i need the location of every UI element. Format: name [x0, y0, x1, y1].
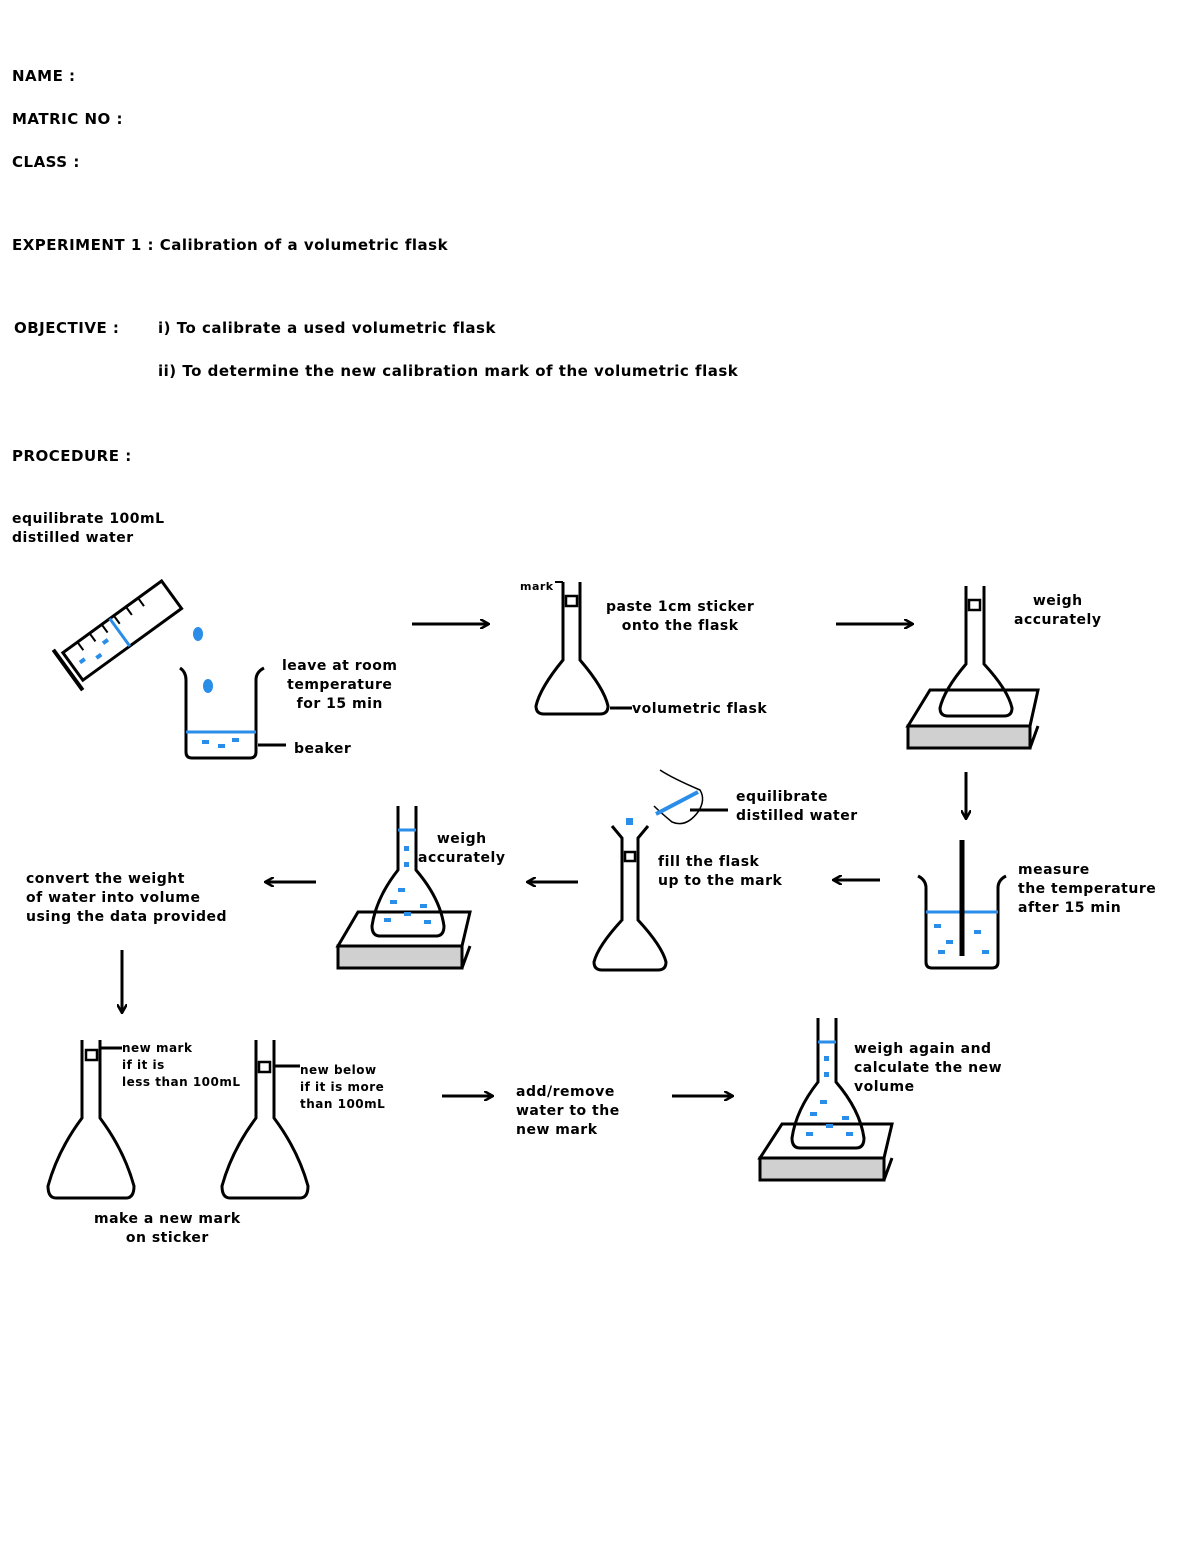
step-equilibrate-label: equilibrate 100mL distilled water: [12, 511, 165, 546]
volumetric-flask-icon: [790, 1018, 866, 1150]
experiment-title: EXPERIMENT 1 : Calibration of a volumetr…: [12, 236, 449, 254]
volumetric-flask-icon: [938, 586, 1014, 718]
balance-icon: [905, 688, 1040, 750]
volumetric-flask-icon: [220, 1040, 310, 1200]
class-label: CLASS :: [12, 153, 80, 171]
graduated-cylinder-icon: [51, 578, 184, 692]
volumetric-flask-label: volumetric flask: [632, 701, 768, 717]
mark-label: mark: [520, 580, 554, 593]
objective-item-2: ii) To determine the new calibration mar…: [158, 362, 739, 380]
step-make-mark-label: make a new mark on sticker: [94, 1211, 241, 1246]
new-mark-above-label: new mark if it is less than 100mL: [122, 1041, 241, 1089]
step-fill-label: fill the flask up to the mark: [658, 854, 783, 889]
volumetric-flask-icon: [370, 806, 446, 938]
step-measure-label: measure the temperature after 15 min: [1018, 862, 1157, 916]
volumetric-flask-icon: [592, 825, 668, 972]
name-label: NAME :: [12, 67, 76, 85]
step-add-remove-label: add/remove water to the new mark: [516, 1084, 620, 1138]
step-paste-label: paste 1cm sticker onto the flask: [606, 599, 755, 634]
balance-icon: [335, 910, 472, 970]
step-weigh-2-label: weigh accurately: [418, 831, 506, 866]
new-mark-below-label: new below if it is more than 100mL: [300, 1063, 386, 1111]
objective-label: OBJECTIVE :: [14, 319, 120, 337]
matric-label: MATRIC NO :: [12, 110, 123, 128]
volumetric-flask-icon: [46, 1040, 136, 1200]
step-leave-label: leave at room temperature for 15 min: [282, 658, 398, 712]
procedure-label: PROCEDURE :: [12, 447, 132, 465]
beaker-icon: [179, 666, 286, 760]
volumetric-flask-icon: [534, 581, 632, 716]
step-equilibrate-mid-label: equilibrate distilled water: [736, 789, 858, 824]
balance-icon: [757, 1122, 894, 1182]
beaker-label: beaker: [294, 741, 352, 757]
step-weigh-1-label: weigh accurately: [1014, 593, 1102, 628]
objective-item-1: i) To calibrate a used volumetric flask: [158, 319, 496, 337]
pouring-beaker-icon: [626, 769, 728, 825]
water-drop-icon: [193, 627, 213, 693]
beaker-thermometer-icon: [917, 840, 1007, 970]
step-convert-label: convert the weight of water into volume …: [26, 871, 227, 925]
step-weigh-again-label: weigh again and calculate the new volume: [854, 1041, 1003, 1095]
